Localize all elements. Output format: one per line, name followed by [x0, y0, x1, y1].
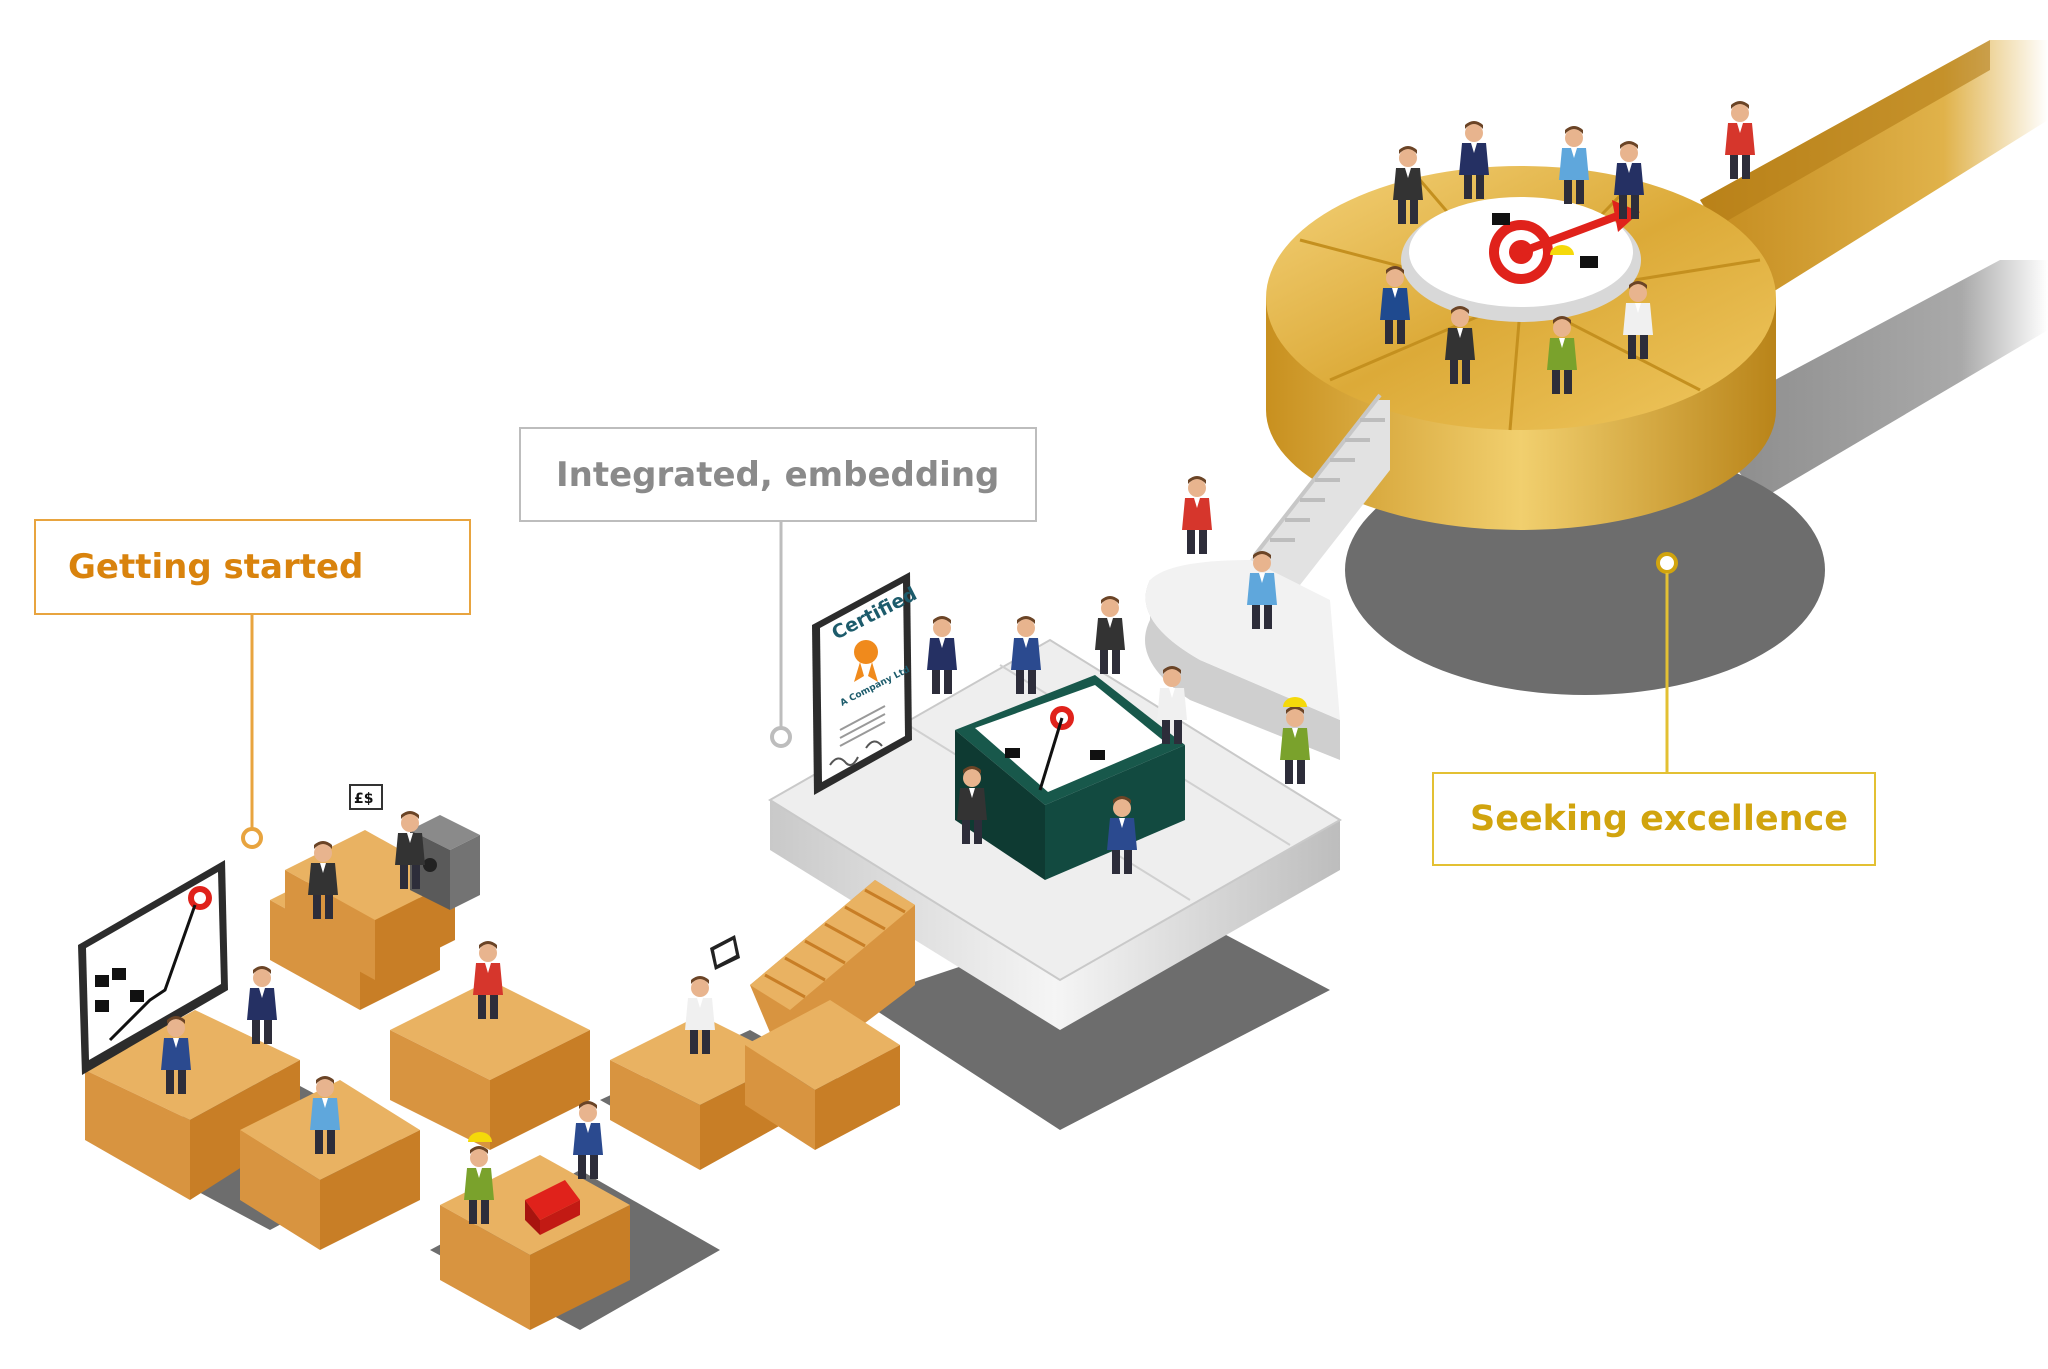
stage2-shadow: [860, 900, 1330, 1130]
grey-track: [1700, 260, 2048, 500]
stage-label-seeking-excellence: Seeking excellence: [1432, 772, 1876, 866]
stage3-gold-platform: [1266, 166, 1776, 530]
hard-hat-icon: [468, 245, 1574, 1142]
certificate-board: Certified A Company Ltd: [812, 572, 921, 795]
target-icon: [188, 886, 212, 910]
stage3-stairs: [1250, 393, 1390, 585]
gold-track: [1700, 40, 2048, 300]
currency-sign-text: £$: [354, 791, 373, 807]
tablet-icon: [710, 935, 740, 970]
crate: [745, 1000, 900, 1150]
strategy-whiteboard: [78, 860, 228, 1075]
crate: [390, 980, 590, 1150]
stage-label-getting-started: Getting started: [34, 519, 471, 615]
currency-sign: £$: [349, 784, 383, 810]
people: [161, 101, 1755, 1224]
toolbox-icon: [525, 1180, 580, 1235]
connector-stage3: [1656, 552, 1678, 772]
stage-label-integrated-embedding: Integrated, embedding: [519, 427, 1037, 522]
connector-stage1: [241, 615, 263, 849]
certificate-ribbon-icon: [854, 640, 878, 682]
stage1-crates: [85, 830, 900, 1330]
connector-stage2: [770, 522, 792, 748]
